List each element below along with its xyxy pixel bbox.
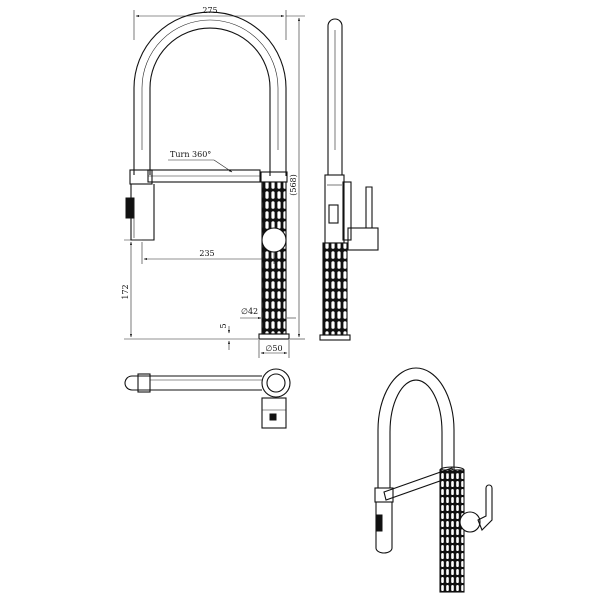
side-view	[319, 18, 379, 341]
spout-diameter-label: ∅42	[241, 307, 258, 316]
dimension-overall-width: 275	[133, 6, 287, 40]
spout-reach-label: 235	[199, 249, 214, 258]
top-view	[124, 368, 291, 429]
dimension-lower-height: 172	[121, 239, 258, 340]
dimension-spout-diameter: ∅42	[240, 307, 296, 320]
overall-width-label: 275	[202, 6, 217, 15]
perspective-view	[374, 367, 493, 593]
dimension-base-diameter: ∅50	[258, 340, 290, 358]
turn-label: Turn 360°	[170, 150, 211, 159]
dimension-base-gap: 5	[219, 323, 231, 350]
lower-height-label: 172	[121, 284, 130, 299]
dimension-overall-height: (568)	[286, 15, 305, 340]
dimension-spout-reach: 235	[141, 242, 275, 264]
base-diameter-label: ∅50	[265, 344, 282, 353]
base-gap-label: 5	[219, 323, 228, 328]
turn-annotation: Turn 360°	[168, 150, 233, 173]
front-view	[125, 11, 290, 340]
overall-height-label: (568)	[289, 174, 298, 196]
